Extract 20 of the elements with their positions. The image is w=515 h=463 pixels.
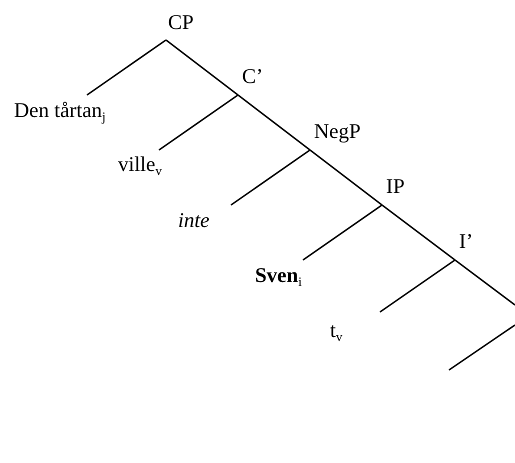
- tree-node-label: inte: [178, 208, 210, 232]
- tree-branch: [302, 204, 382, 261]
- tree-node-label: Den tårtan$_{j}$: [14, 98, 106, 122]
- tree-node-label: t$_{v}$: [330, 318, 342, 342]
- tree-branch: [230, 149, 310, 206]
- tree-node-label: I’: [459, 229, 473, 253]
- tree-branch: [310, 149, 382, 206]
- tree-branch: [158, 94, 238, 151]
- tree-node-label: C’: [242, 64, 263, 88]
- tree-branch: [380, 259, 456, 313]
- tree-node-label: ville$_{v}$: [118, 152, 162, 176]
- tree-branch: [166, 39, 238, 96]
- tree-node-label: CP: [168, 10, 194, 34]
- tree-node-label: IP: [386, 174, 405, 198]
- tree-branch: [382, 204, 456, 261]
- tree-branch: [454, 259, 515, 306]
- tree-branch: [86, 39, 166, 96]
- tree-node-label: Sven$_{i}$: [255, 263, 302, 287]
- tree-node-label: NegP: [314, 119, 361, 143]
- tree-branch: [238, 94, 310, 151]
